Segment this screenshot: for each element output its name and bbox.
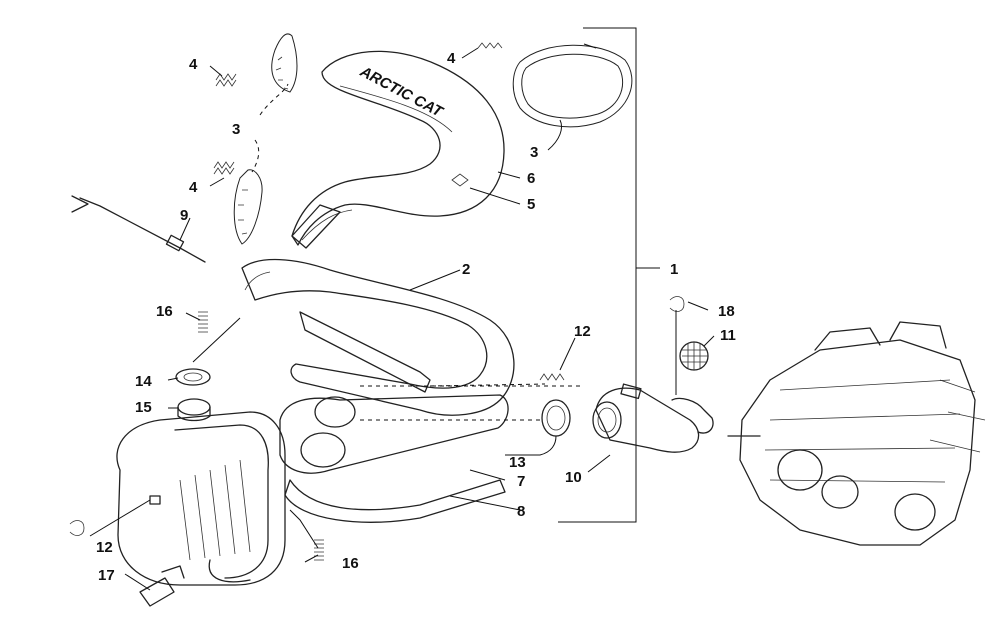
spring-chain-right (512, 43, 633, 128)
callout-18: 18 (718, 303, 735, 320)
callout-labels: 1 2 3 3 4 4 4 5 6 7 8 9 10 11 12 12 13 1… (96, 50, 736, 584)
spring-4-c (477, 42, 503, 49)
gasket-13 (541, 399, 571, 437)
callout-1: 1 (670, 261, 678, 278)
callout-12-left: 12 (96, 539, 113, 556)
callout-16-right: 16 (342, 555, 359, 572)
spring-16-b (314, 539, 324, 561)
spring-18 (669, 296, 685, 312)
spring-16-a (198, 311, 208, 333)
callout-2: 2 (462, 261, 470, 278)
callout-4-mid: 4 (189, 179, 198, 196)
spring-chain-left (233, 33, 298, 245)
spring-4-b (213, 161, 235, 175)
callout-4-top: 4 (189, 56, 198, 73)
engine (727, 321, 986, 546)
muffler (116, 411, 286, 586)
callout-10: 10 (565, 469, 582, 486)
gasket-14 (175, 368, 211, 386)
temperature-cable (71, 195, 206, 263)
screen-11 (679, 341, 709, 371)
spring-4-a (215, 73, 237, 87)
spring-12-right (539, 373, 565, 381)
callout-7: 7 (517, 473, 525, 490)
callout-17: 17 (98, 567, 115, 584)
callout-4-right: 4 (447, 50, 456, 67)
callout-12-right: 12 (574, 323, 591, 340)
assembly-bracket (558, 27, 660, 523)
callout-9: 9 (180, 207, 188, 224)
callout-5: 5 (527, 196, 535, 213)
callout-11: 11 (720, 327, 736, 344)
callout-6: 6 (527, 170, 535, 187)
callout-13: 13 (509, 454, 526, 471)
exhaust-pipe (241, 258, 515, 523)
callout-15: 15 (135, 399, 152, 416)
leader-lines (89, 47, 715, 591)
callout-8: 8 (517, 503, 525, 520)
heat-shield: ARCTIC CAT (291, 50, 505, 249)
spring-12-left (69, 520, 85, 536)
callout-3-right: 3 (530, 144, 538, 161)
callout-3-left: 3 (232, 121, 240, 138)
drain-valve-17 (139, 565, 185, 607)
exhaust-manifold-10 (592, 383, 714, 453)
callout-16-left: 16 (156, 303, 173, 320)
callout-14: 14 (135, 373, 152, 390)
